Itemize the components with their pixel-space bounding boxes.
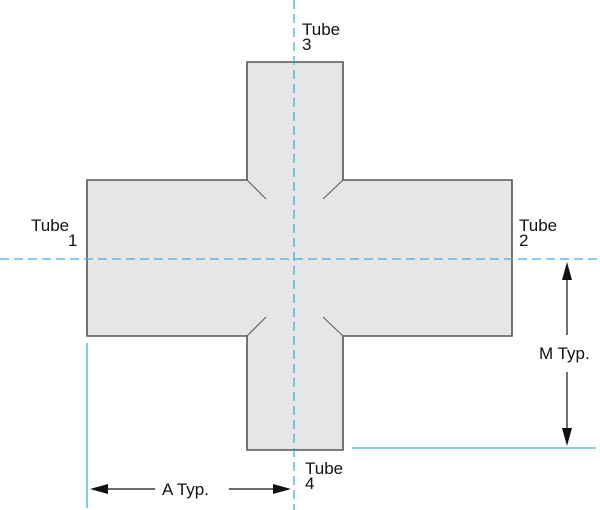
tube-4-number: 4	[305, 474, 315, 493]
dimension-m-arrow	[562, 262, 572, 446]
dimension-a-label: A Typ.	[162, 480, 209, 499]
tube-4-text: Tube	[305, 459, 344, 478]
tube-2-text: Tube	[519, 216, 558, 235]
cross-body	[86, 61, 513, 451]
tube-3-text: Tube	[302, 20, 341, 39]
dimension-a-arrow	[90, 484, 291, 494]
tube-1-number: 1	[68, 231, 78, 250]
chamfer-lines	[246, 179, 344, 337]
tube-3-number: 3	[302, 35, 312, 54]
tube-1-text: Tube	[31, 216, 70, 235]
dimension-m-label: M Typ.	[539, 344, 590, 363]
tube-2-number: 2	[519, 231, 529, 250]
